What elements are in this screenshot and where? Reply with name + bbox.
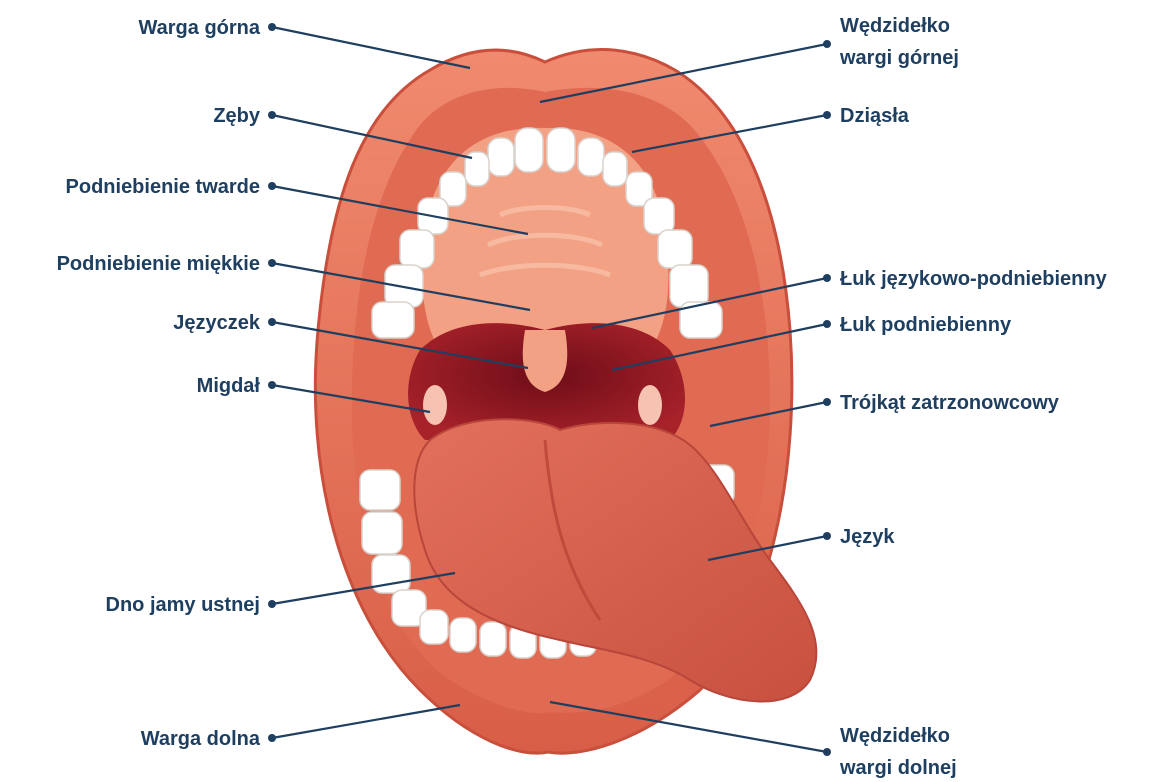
label-luk-jezykowo-podniebienny: Łuk językowo-podniebienny xyxy=(840,268,1108,290)
label-wedzidelko-wargi-dolnej-line2: wargi dolnej xyxy=(839,757,957,779)
label-wedzidelko-wargi-dolnej-line1: Wędzidełko xyxy=(840,725,950,747)
label-dno-jamy-ustnej: Dno jamy ustnej xyxy=(106,594,260,616)
label-trojkat-zatrzonowcowy: Trójkąt zatrzonowcowy xyxy=(840,392,1060,414)
label-warga-dolna: Warga dolna xyxy=(141,728,261,750)
label-podniebienie-miekkie: Podniebienie miękkie xyxy=(57,253,260,275)
label-wedzidelko-wargi-gornej-line2: wargi górnej xyxy=(839,47,959,69)
left-tonsil xyxy=(423,385,447,425)
label-luk-podniebienny: Łuk podniebienny xyxy=(840,314,1012,336)
label-warga-gorna: Warga górna xyxy=(139,17,261,39)
label-migdal: Migdał xyxy=(197,375,261,397)
right-tonsil xyxy=(638,385,662,425)
label-jezyk: Język xyxy=(840,526,895,548)
label-jezyczek: Języczek xyxy=(173,312,261,334)
label-podniebienie-twarde: Podniebienie twarde xyxy=(66,176,260,198)
palate xyxy=(422,128,668,350)
label-wedzidelko-wargi-gornej-line1: Wędzidełko xyxy=(840,15,950,37)
label-zeby: Zęby xyxy=(213,105,261,127)
label-dziasla: Dziąsła xyxy=(840,105,910,127)
